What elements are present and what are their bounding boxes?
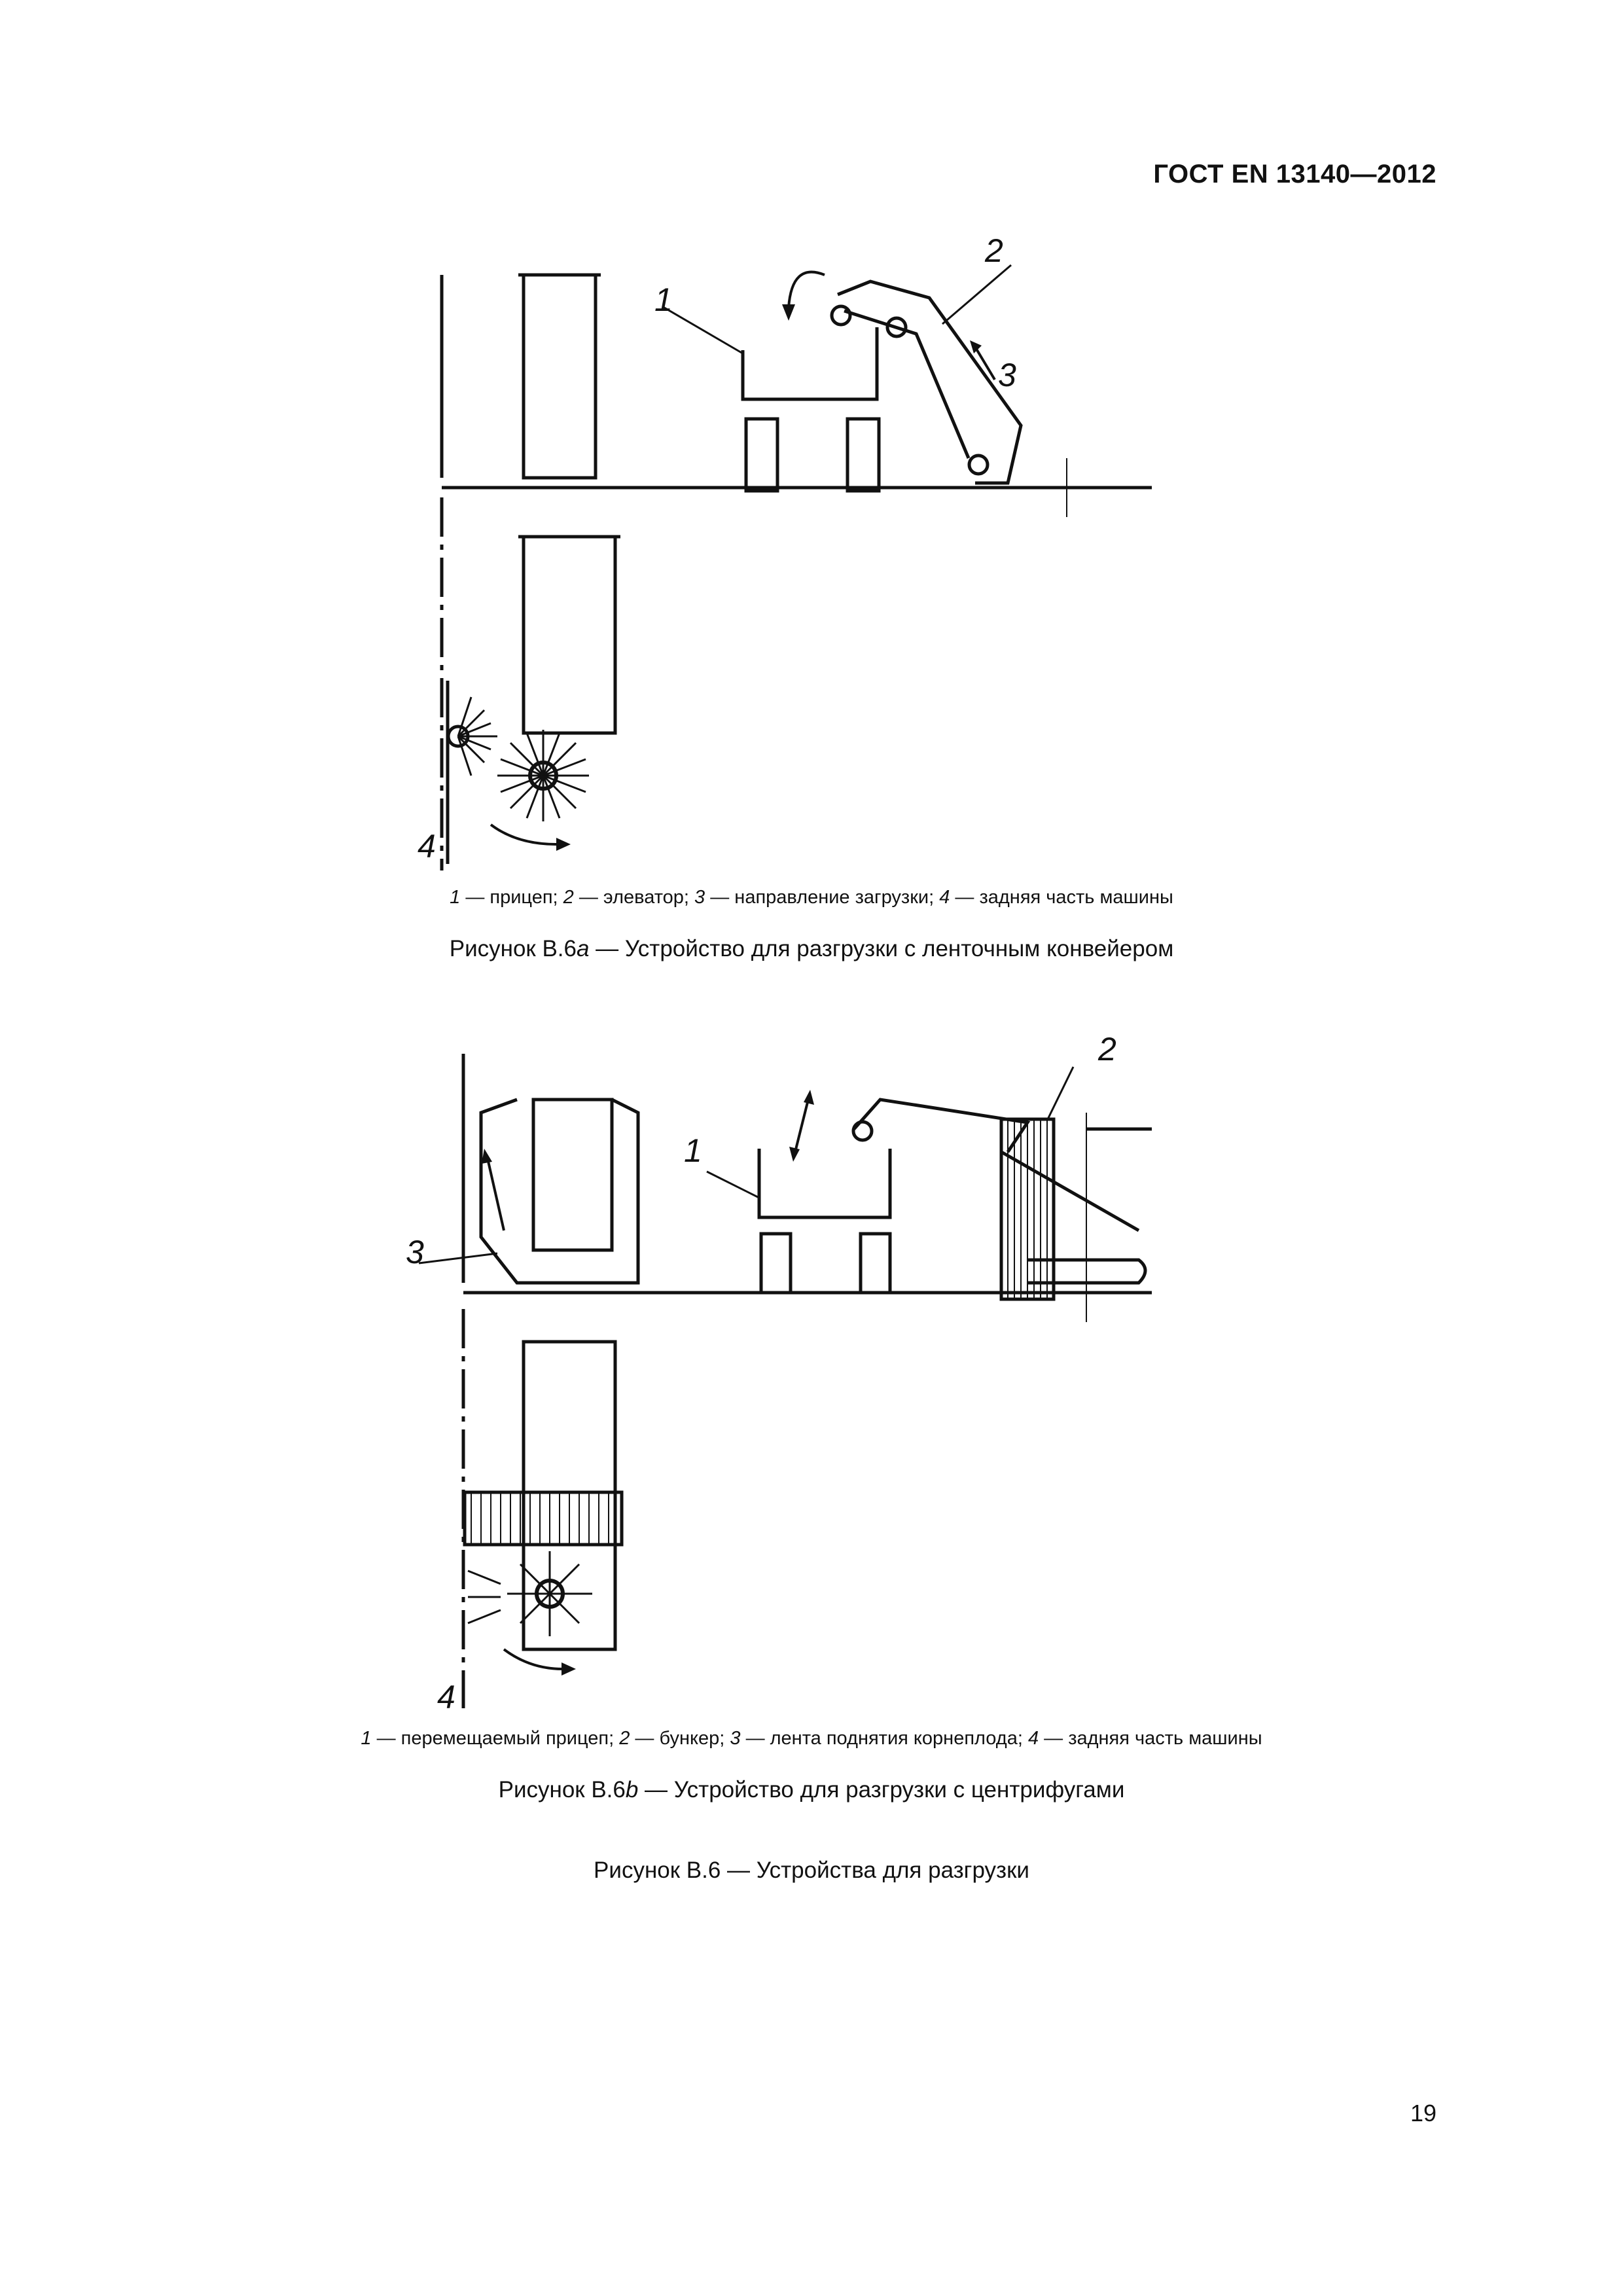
figure-a-legend-num-1: 1 — [450, 887, 461, 908]
figure-a-callout-4: 4 — [418, 828, 436, 865]
figure-a-callout-1: 1 — [654, 281, 673, 318]
figure-a-caption: Рисунок В.6a — Устройство для разгрузки … — [0, 936, 1623, 962]
figure-b-legend-num-1: 1 — [361, 1728, 372, 1749]
figure-b-callout-4: 4 — [437, 1679, 455, 1715]
figure-b-caption-rest: — Устройство для разгрузки с центрифугам… — [638, 1777, 1125, 1803]
figure-b-legend: 1 — перемещаемый прицеп; 2 — бункер; 3 —… — [0, 1728, 1623, 1749]
figure-b-legend-num-3: 3 — [730, 1728, 741, 1749]
figure-a-legend-text-1: — прицеп; — [460, 887, 563, 908]
figure-b-legend-num-4: 4 — [1027, 1728, 1039, 1749]
figure-b-legend-text-4: — задняя часть машины — [1039, 1728, 1262, 1749]
figure-a-callout-3: 3 — [998, 357, 1016, 393]
figure-b-caption: Рисунок В.6b — Устройство для разгрузки … — [0, 1777, 1623, 1803]
figure-b-callout-2: 2 — [1097, 1031, 1116, 1067]
figure-b-callout-3: 3 — [406, 1234, 424, 1270]
figure-b-caption-letter: b — [625, 1777, 639, 1803]
figure-a-callout-2: 2 — [984, 232, 1003, 269]
figure-b-legend-text-2: — бункер; — [630, 1728, 730, 1749]
figure-a-legend-num-3: 3 — [694, 887, 705, 908]
figure-main-caption: Рисунок В.6 — Устройства для разгрузки — [594, 1857, 1029, 1883]
page-number: 19 — [1410, 2100, 1436, 2126]
figure-a-legend-num-2: 2 — [563, 887, 574, 908]
document-standard-header: ГОСТ EN 13140—2012 — [1153, 160, 1436, 188]
figure-a-legend-text-3: — направление загрузки; — [705, 887, 940, 908]
figure-b-legend-text-3: — лента поднятия корнеплода; — [740, 1728, 1028, 1749]
figure-a-legend-text-4: — задняя часть машины — [950, 887, 1173, 908]
figure-b-legend-text-1: — перемещаемый прицеп; — [371, 1728, 620, 1749]
figure-a-legend-num-4: 4 — [939, 887, 950, 908]
figure-a-caption-prefix: Рисунок В.6 — [449, 936, 577, 961]
figure-a-caption-rest: — Устройство для разгрузки с ленточным к… — [589, 936, 1174, 961]
figure-b-callout-1: 1 — [684, 1132, 702, 1169]
figure-b-caption-prefix: Рисунок В.6 — [498, 1777, 626, 1803]
figure-b-legend-num-2: 2 — [619, 1728, 630, 1749]
figure-a-caption-letter: a — [576, 936, 590, 961]
figure-a-legend: 1 — прицеп; 2 — элеватор; 3 — направлени… — [0, 887, 1623, 908]
figure-a-legend-text-2: — элеватор; — [573, 887, 695, 908]
